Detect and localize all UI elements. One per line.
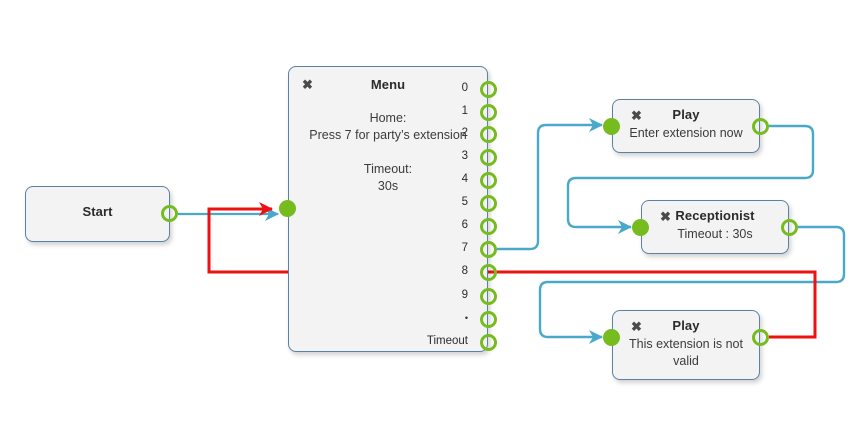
node-start-title: Start — [82, 204, 113, 219]
close-icon[interactable]: ✖ — [660, 209, 671, 224]
node-menu-port-label-9: 9 — [461, 289, 468, 301]
node-menu-port-label-6: 6 — [461, 219, 468, 231]
node-play-invalid-extension[interactable]: ✖ Play This extension is not valid — [612, 310, 760, 380]
node-menu-port-9[interactable] — [480, 288, 497, 305]
node-menu-port-5[interactable] — [480, 195, 497, 212]
node-start-output-port[interactable] — [161, 205, 178, 222]
node-menu-port-label-star: • — [464, 313, 468, 323]
node-play2-output-port[interactable] — [752, 329, 769, 346]
node-receptionist-output-port[interactable] — [781, 219, 798, 236]
node-receptionist-input-port[interactable] — [632, 219, 649, 236]
node-play-enter-extension[interactable]: ✖ Play Enter extension now — [612, 99, 760, 153]
node-play1-input-port[interactable] — [603, 118, 620, 135]
close-icon[interactable]: ✖ — [631, 319, 642, 334]
node-receptionist-body: Timeout : 30s — [677, 227, 753, 241]
node-play1-title: Play — [672, 107, 700, 122]
node-menu-port-star[interactable] — [480, 311, 497, 328]
wire-menu7-to-play1 — [497, 118, 603, 251]
node-menu-port-label-1: 1 — [461, 105, 468, 117]
node-menu-port-8[interactable] — [480, 264, 497, 281]
node-menu-port-label-timeout: Timeout — [426, 335, 468, 347]
node-menu-body: Home: Press 7 for party’s extension Time… — [309, 111, 467, 193]
node-menu-port-7[interactable] — [480, 241, 497, 258]
close-icon[interactable]: ✖ — [302, 77, 313, 92]
node-menu-port-3[interactable] — [480, 149, 497, 166]
node-start[interactable]: Start — [25, 186, 170, 242]
node-menu-port-label-8: 8 — [461, 265, 468, 277]
node-menu-port-label-3: 3 — [461, 150, 468, 162]
node-play2-input-port[interactable] — [603, 329, 620, 346]
node-receptionist[interactable]: ✖ Receptionist Timeout : 30s — [641, 200, 789, 254]
node-menu-port-2[interactable] — [480, 126, 497, 143]
node-menu-port-label-4: 4 — [461, 173, 468, 185]
node-menu-port-1[interactable] — [480, 104, 497, 121]
node-menu-title: Menu — [370, 77, 406, 92]
node-menu-port-0[interactable] — [480, 81, 497, 98]
node-menu-input-port[interactable] — [279, 200, 296, 217]
node-menu-port-label-5: 5 — [461, 196, 468, 208]
node-play1-output-port[interactable] — [752, 118, 769, 135]
close-icon[interactable]: ✖ — [631, 108, 642, 123]
node-play1-body: Enter extension now — [629, 126, 743, 140]
node-menu-port-label-7: 7 — [461, 242, 468, 254]
node-menu-port-4[interactable] — [480, 172, 497, 189]
node-menu-port-label-2: 2 — [461, 127, 468, 139]
node-menu-port-timeout[interactable] — [480, 334, 497, 351]
node-menu-port-6[interactable] — [480, 218, 497, 235]
node-play2-body: This extension is not valid — [629, 337, 743, 368]
node-menu-port-label-0: 0 — [461, 82, 468, 94]
